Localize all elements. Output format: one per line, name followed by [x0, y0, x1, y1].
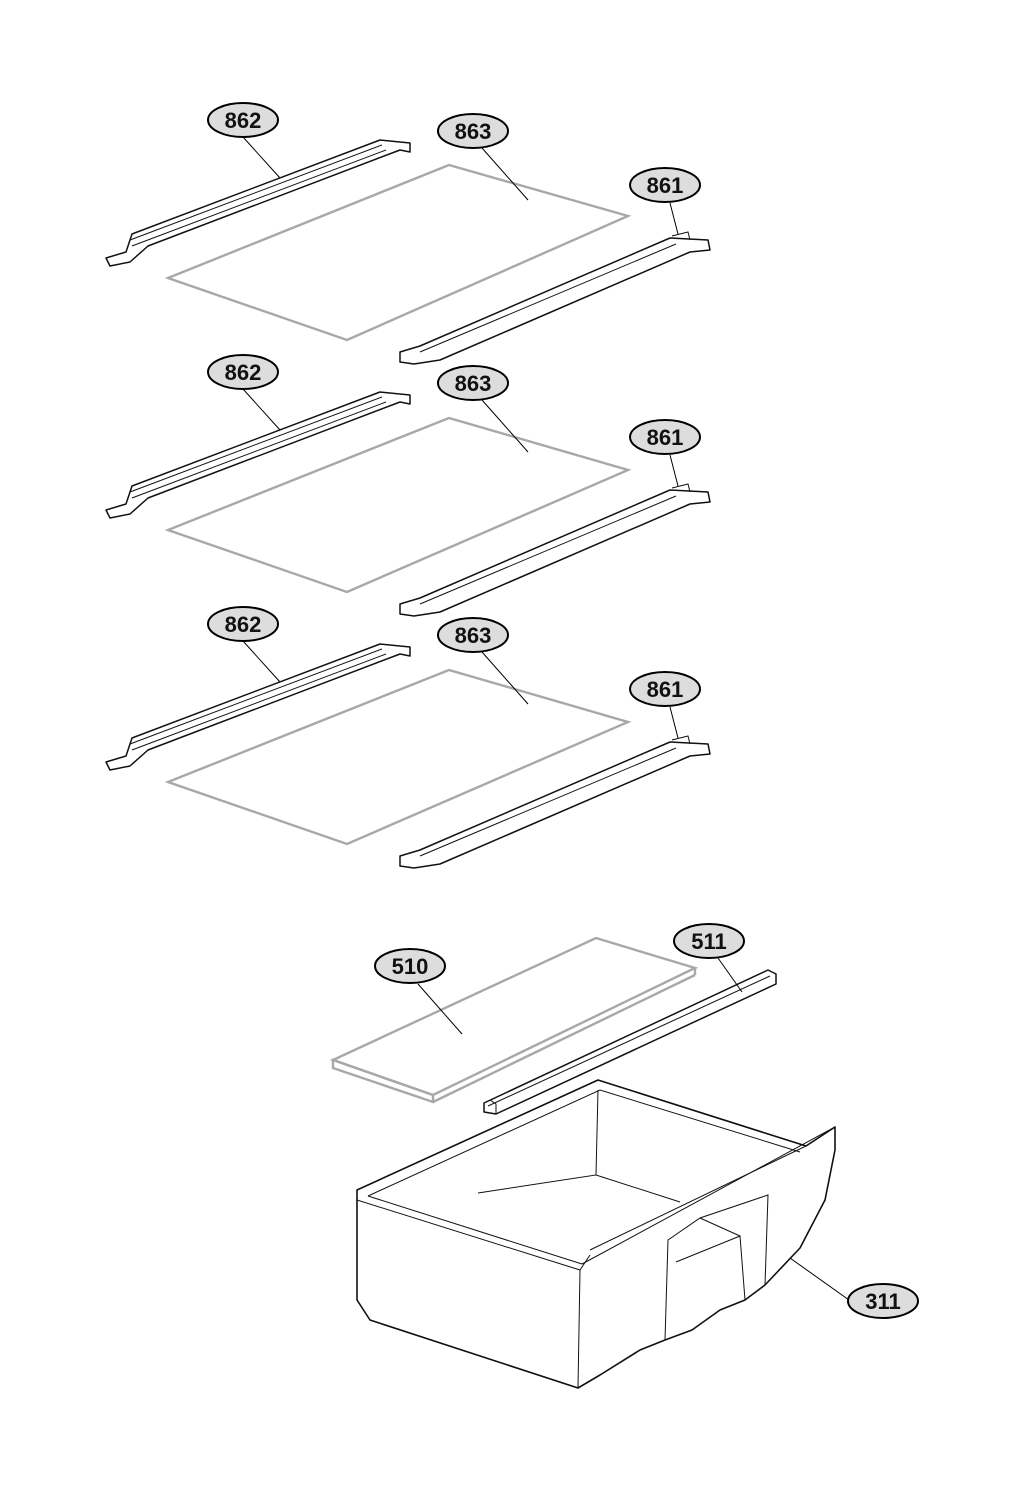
shelf-rail-861	[399, 231, 711, 365]
svg-text:862: 862	[225, 612, 262, 637]
callout-862: 862	[207, 606, 279, 642]
callout-510: 510	[374, 948, 446, 984]
callout-863: 863	[437, 113, 509, 149]
svg-text:511: 511	[691, 929, 727, 954]
shelf-glass-863	[164, 668, 632, 846]
leader-510	[417, 983, 463, 1035]
shelf-assembly-1: 862 863 861	[105, 102, 711, 365]
callout-861: 861	[629, 671, 701, 707]
callout-863: 863	[437, 365, 509, 401]
svg-text:861: 861	[647, 425, 684, 450]
leader-511	[717, 957, 743, 993]
leader-861	[669, 706, 679, 739]
svg-text:510: 510	[392, 954, 429, 979]
svg-text:863: 863	[455, 371, 492, 396]
svg-text:861: 861	[647, 173, 684, 198]
callout-311: 311	[847, 1283, 919, 1319]
crisper-cover-frame-511	[483, 969, 777, 1115]
crisper-drawer-311	[356, 1079, 836, 1389]
svg-text:862: 862	[225, 108, 262, 133]
leader-862	[242, 640, 281, 683]
leader-863	[481, 399, 529, 453]
svg-text:863: 863	[455, 623, 492, 648]
leader-863	[481, 651, 529, 705]
callout-862: 862	[207, 354, 279, 390]
leader-861	[669, 454, 679, 487]
leader-862	[242, 136, 281, 179]
svg-text:311: 311	[865, 1289, 901, 1314]
callout-861: 861	[629, 167, 701, 203]
leader-862	[242, 388, 281, 431]
shelf-glass-863	[164, 416, 632, 594]
svg-text:862: 862	[225, 360, 262, 385]
shelf-rail-862	[105, 643, 411, 771]
crisper-cover-glass-510	[329, 936, 699, 1104]
callout-511: 511	[673, 923, 745, 959]
svg-text:863: 863	[455, 119, 492, 144]
shelf-glass-863	[164, 163, 632, 342]
shelf-assembly-2: 862 863 861	[105, 354, 711, 617]
shelf-rail-861	[399, 483, 711, 617]
leader-311	[789, 1257, 850, 1301]
crisper-assembly: 510 511 311	[329, 923, 919, 1389]
leader-861	[669, 202, 679, 235]
shelf-rail-862	[105, 139, 411, 267]
callout-861: 861	[629, 419, 701, 455]
shelf-assembly-3: 862 863 861	[105, 606, 711, 869]
shelf-rail-862	[105, 391, 411, 519]
leader-863	[481, 147, 529, 201]
callout-862: 862	[207, 102, 279, 138]
callout-863: 863	[437, 617, 509, 653]
shelf-rail-861	[399, 735, 711, 869]
svg-text:861: 861	[647, 677, 684, 702]
